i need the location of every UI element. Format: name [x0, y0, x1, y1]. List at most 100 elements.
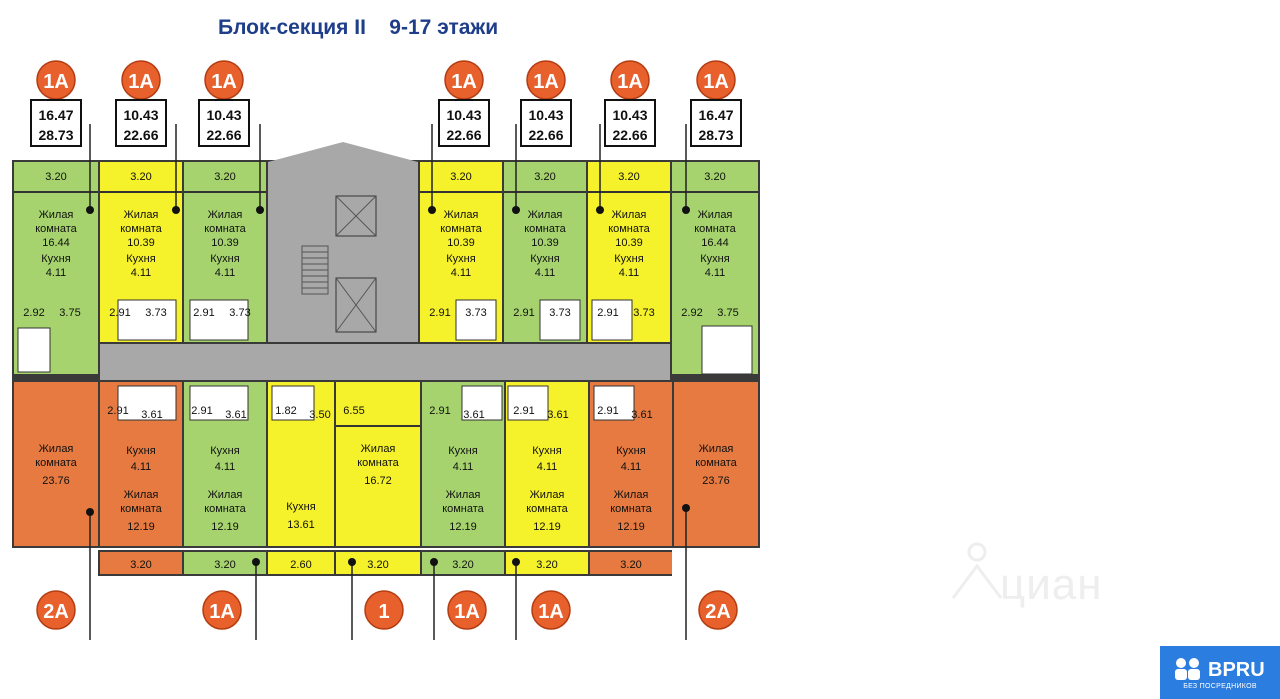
bottom-hall-area: 2.91: [513, 405, 534, 417]
top-bath-area: 3.73: [145, 307, 166, 319]
top-living-area: 10.39: [127, 237, 155, 249]
bottom-marker-circle: [202, 590, 242, 630]
top-kitchen-area: 4.11: [619, 267, 640, 279]
bottom-hall-area: 2.91: [191, 405, 212, 417]
bottom-living-area: 12.19: [533, 521, 561, 533]
bottom-living-area: 23.76: [42, 475, 70, 487]
balcony-bottom-4: [268, 552, 334, 574]
top-balcony-area: 3.20: [704, 171, 725, 183]
bottom-marker-type: 2А: [43, 601, 69, 623]
badge-brand: BPRU: [1208, 659, 1265, 681]
corridor: [100, 344, 670, 380]
top-living-label: комната: [120, 223, 162, 235]
top-hall-area: 2.91: [109, 307, 130, 319]
bottom-marker-circle: [447, 590, 487, 630]
top-bath-area: 3.75: [717, 307, 738, 319]
top-living-label: комната: [524, 223, 566, 235]
top-bath-area: 3.73: [633, 307, 654, 319]
bottom-living-label: Жилая: [208, 489, 243, 501]
bottom-balcony-area: 3.20: [452, 559, 473, 571]
top-marker-total-area: 28.73: [38, 127, 73, 143]
bottom-marker-circle: [364, 590, 404, 630]
top-marker-type: 1А: [43, 71, 69, 93]
bottom-kitchen-label: Кухня: [532, 445, 561, 457]
top-living-label: комната: [694, 223, 736, 235]
top-living-label: Жилая: [124, 209, 159, 221]
top-kitchen-label: Кухня: [614, 253, 643, 265]
plan-title: Блок-секция II 9-17 этажи: [218, 16, 499, 39]
bottom-living-area: 12.19: [449, 521, 477, 533]
top-living-label: комната: [440, 223, 482, 235]
bottom-balcony-area: 3.20: [620, 559, 641, 571]
bottom-living-label: комната: [35, 457, 77, 469]
bottom-hall-area: 2.91: [107, 405, 128, 417]
bottom-living-label: комната: [442, 503, 484, 515]
bottom-kitchen-label: Кухня: [126, 445, 155, 457]
top-balcony-area: 3.20: [45, 171, 66, 183]
top-marker-type: 1А: [617, 71, 643, 93]
top-marker-living-area: 10.43: [123, 107, 158, 123]
bottom-living-area: 12.19: [127, 521, 155, 533]
bottom-hall-area: 2.91: [429, 405, 450, 417]
top-kitchen-label: Кухня: [41, 253, 70, 265]
top-marker-total-area: 22.66: [528, 127, 563, 143]
top-living-area: 10.39: [447, 237, 475, 249]
top-living-area: 16.44: [42, 237, 70, 249]
bottom-bath-area: 3.61: [547, 409, 568, 421]
top-marker-total-area: 22.66: [612, 127, 647, 143]
balcony-bottom-3: [184, 552, 266, 574]
unit-bottom-5: [336, 382, 420, 546]
bottom-marker-type: 1А: [454, 601, 480, 623]
top-living-label: Жилая: [39, 209, 74, 221]
bottom-hall-area: 1.82: [275, 405, 296, 417]
bottom-marker-type: 2А: [705, 601, 731, 623]
top-marker-living-area: 10.43: [612, 107, 647, 123]
top-living-area: 10.39: [531, 237, 559, 249]
top-hall-area: 2.91: [597, 307, 618, 319]
bottom-balcony-area: 3.20: [214, 559, 235, 571]
bottom-kitchen-area: 4.11: [131, 461, 152, 473]
top-marker-total-area: 22.66: [446, 127, 481, 143]
bottom-bath-area: 3.61: [631, 409, 652, 421]
top-hall-area: 2.92: [23, 307, 44, 319]
watermark-text: циан: [1000, 560, 1103, 609]
bottom-kitchen-label: Кухня: [286, 501, 315, 513]
bottom-kitchen-label: Кухня: [448, 445, 477, 457]
top-living-area: 10.39: [615, 237, 643, 249]
bpru-badge[interactable]: BPRU БЕЗ ПОСРЕДНИКОВ: [1160, 646, 1280, 699]
top-marker-box: [30, 99, 82, 147]
balcony-bottom-6: [422, 552, 504, 574]
top-living-label: Жилая: [612, 209, 647, 221]
bottom-bath-area: 3.61: [141, 409, 162, 421]
bottom-marker-type: 1А: [538, 601, 564, 623]
top-kitchen-area: 4.11: [215, 267, 236, 279]
bottom-marker-circle: [531, 590, 571, 630]
balcony-bottom-2: [100, 552, 182, 574]
top-marker-living-area: 10.43: [528, 107, 563, 123]
bottom-living-label: комната: [695, 457, 737, 469]
bottom-living-label: Жилая: [124, 489, 159, 501]
top-marker-box: [520, 99, 572, 147]
bottom-marker-type: 1А: [209, 601, 235, 623]
top-marker-type: 1А: [211, 71, 237, 93]
top-kitchen-area: 4.11: [131, 267, 152, 279]
top-living-label: Жилая: [444, 209, 479, 221]
bottom-balcony-area: 2.60: [290, 559, 311, 571]
bottom-marker-type: 1: [378, 601, 389, 623]
unit-bottom-9: [674, 382, 758, 546]
top-kitchen-area: 4.11: [705, 267, 726, 279]
top-hall-area: 2.91: [429, 307, 450, 319]
top-marker-living-area: 10.43: [206, 107, 241, 123]
unit-bottom-1: [14, 382, 98, 546]
top-hall-area: 2.91: [513, 307, 534, 319]
top-marker-total-area: 22.66: [206, 127, 241, 143]
bottom-kitchen-label: Кухня: [210, 445, 239, 457]
bottom-bath-area: 3.61: [225, 409, 246, 421]
top-marker-living-area: 10.43: [446, 107, 481, 123]
bottom-hall-area: 2.91: [597, 405, 618, 417]
bottom-bath-area: 3.50: [309, 409, 330, 421]
bottom-living-label: Жилая: [39, 443, 74, 455]
bottom-kitchen-area: 13.61: [287, 519, 315, 531]
bottom-living-area: 16.72: [364, 475, 392, 487]
bottom-balcony-area: 3.20: [367, 559, 388, 571]
